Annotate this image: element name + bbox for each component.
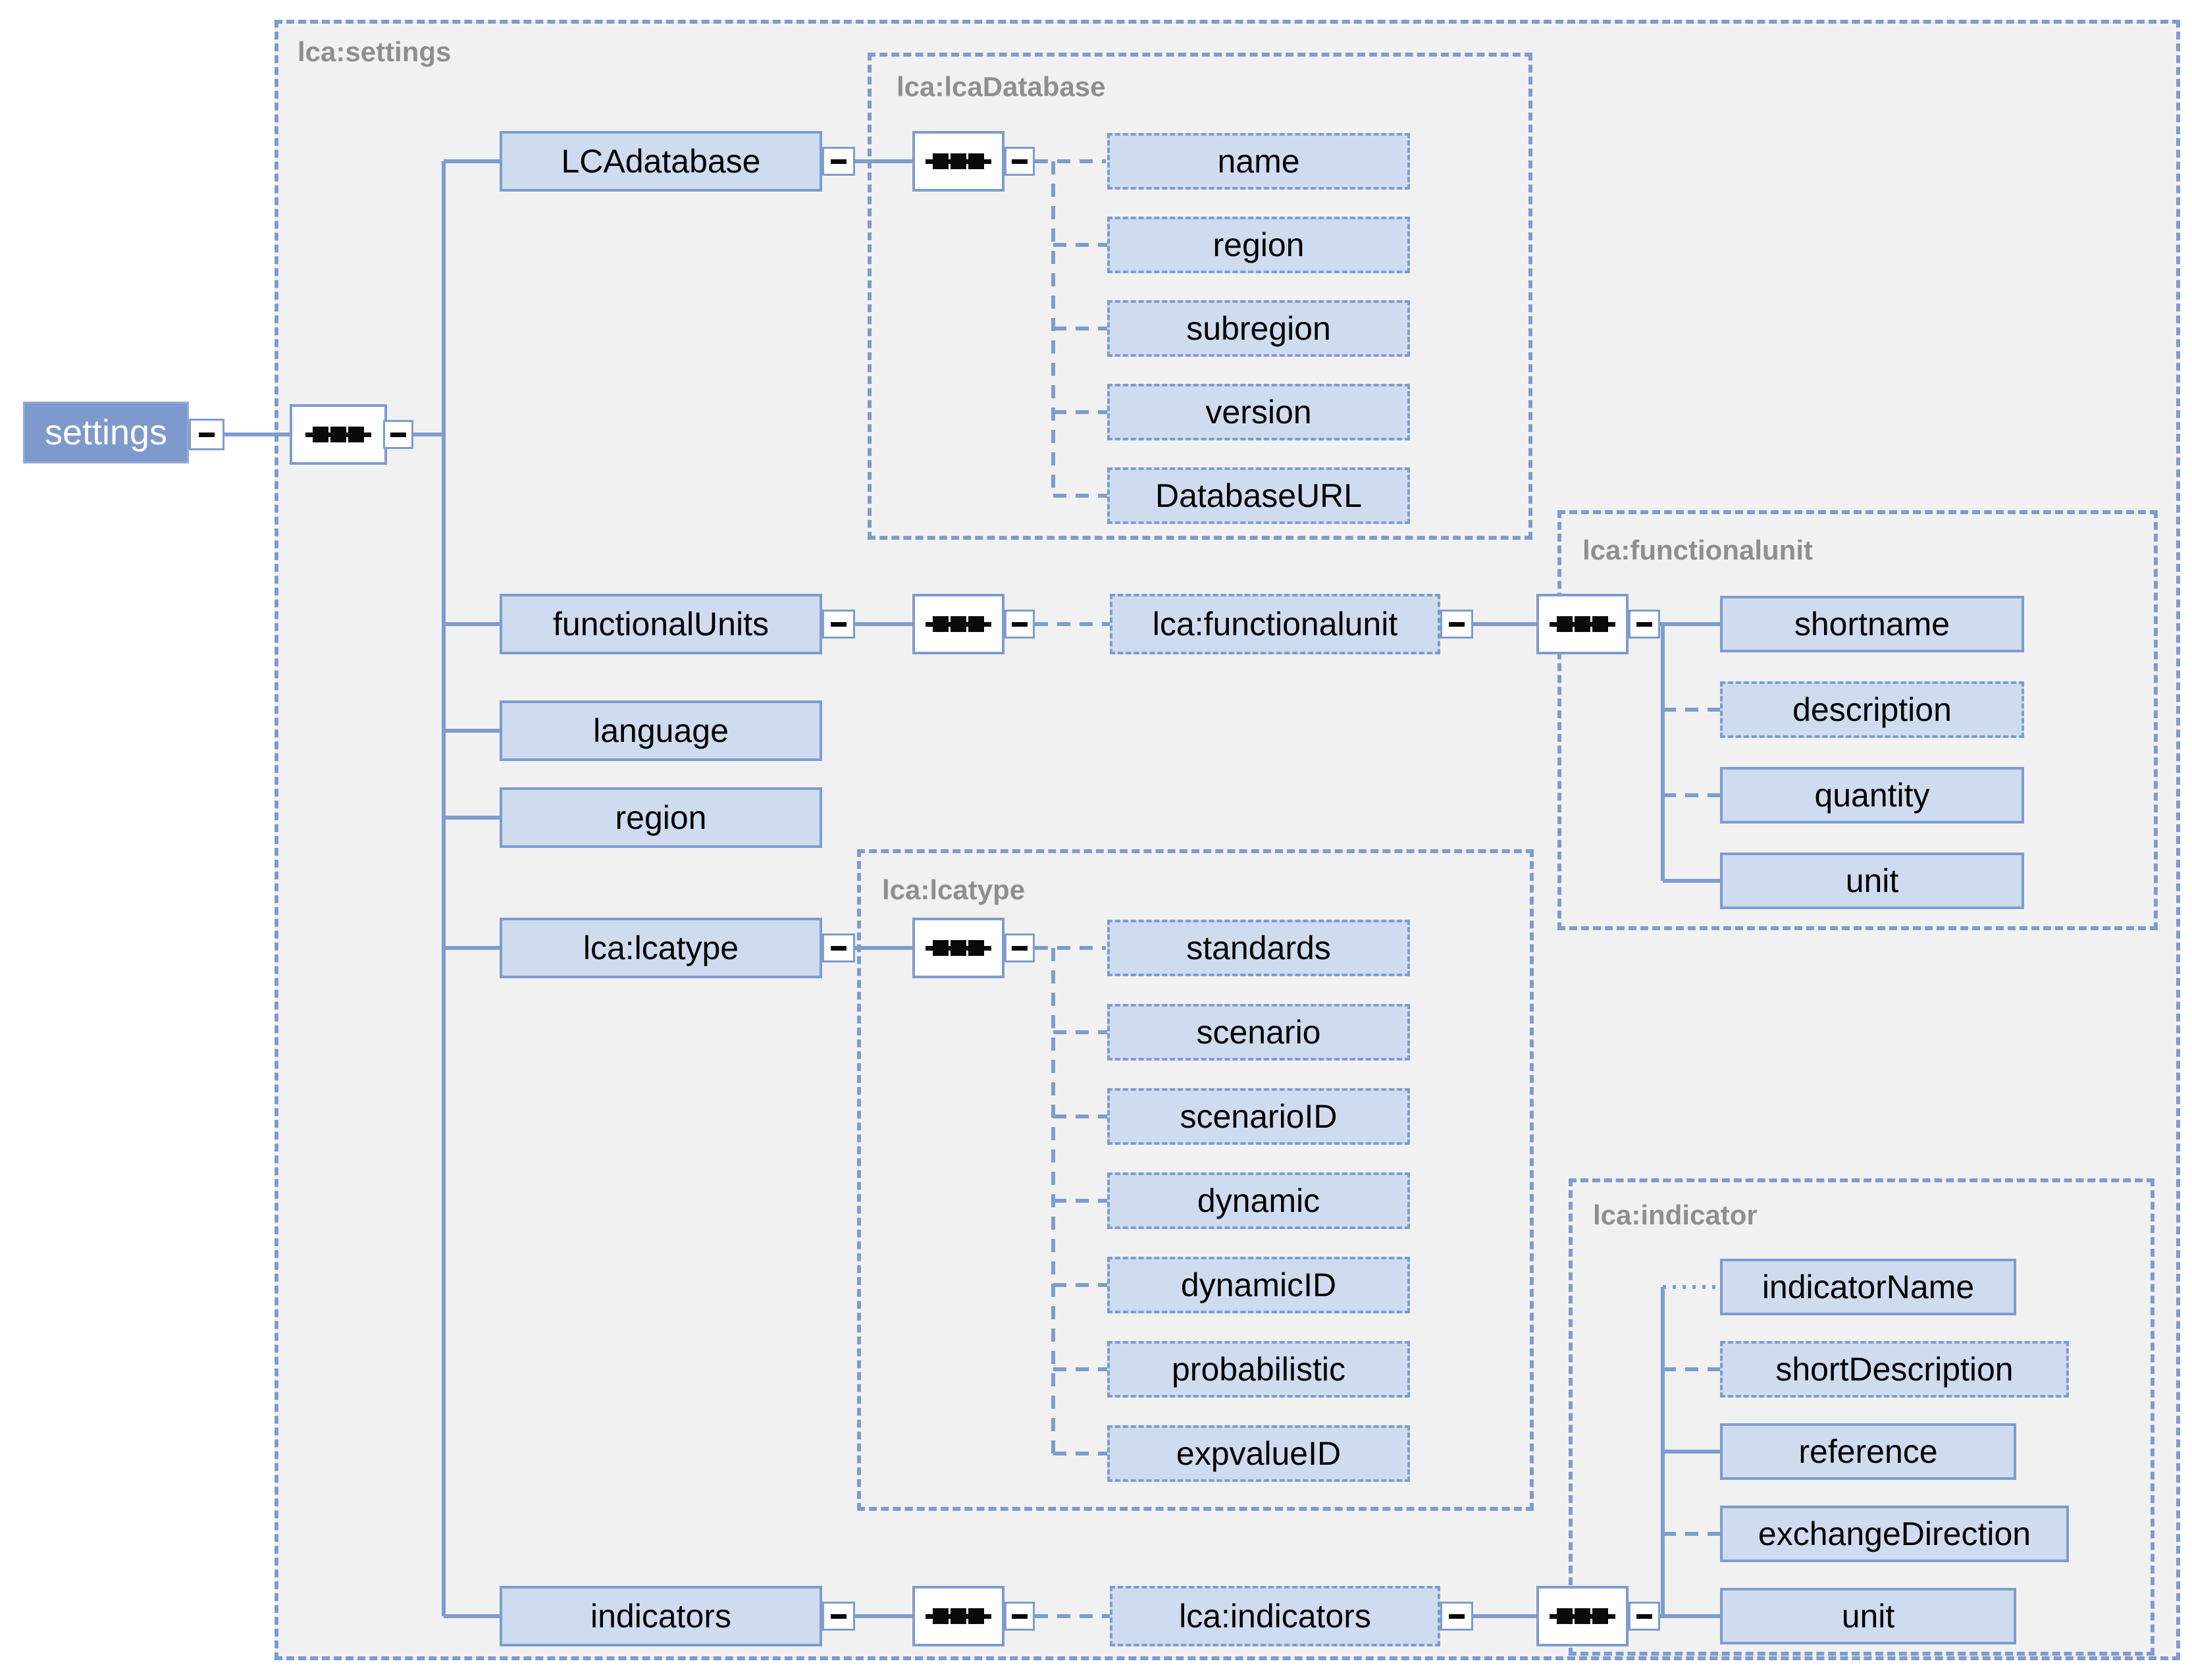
- group-label-indicator: lca:indicator: [1593, 1199, 1758, 1230]
- minus-icon: [390, 432, 406, 437]
- element-node-functionalunits[interactable]: functionalUnits: [500, 594, 822, 654]
- ref-node-indicators[interactable]: lca:indicators: [1110, 1586, 1440, 1646]
- collapse-button-functionalunit-group-seq[interactable]: [1629, 610, 1660, 639]
- child-node-name[interactable]: name: [1107, 133, 1410, 190]
- minus-icon: [831, 159, 847, 164]
- collapse-button-settings[interactable]: [189, 419, 224, 450]
- collapse-button-lcatype[interactable]: [822, 933, 855, 962]
- group-container-lcatype: [857, 849, 1534, 1511]
- child-node-subregion[interactable]: subregion: [1107, 300, 1410, 357]
- group-container-indicator: [1569, 1178, 2154, 1656]
- minus-icon: [1012, 159, 1028, 164]
- element-node-lcatype[interactable]: lca:lcatype: [500, 918, 822, 978]
- sequence-glyph-icon: [926, 153, 991, 170]
- ref-node-functionalunit[interactable]: lca:functionalunit: [1110, 594, 1440, 654]
- child-node-databaseurl[interactable]: DatabaseURL: [1107, 467, 1410, 524]
- collapse-button-indicators-seq[interactable]: [1005, 1602, 1035, 1631]
- sequence-icon-indicators[interactable]: [912, 1586, 1005, 1646]
- collapse-button-settings-seq[interactable]: [383, 420, 413, 449]
- child-node-standards[interactable]: standards: [1107, 920, 1410, 976]
- child-node-dynamicid[interactable]: dynamicID: [1107, 1257, 1410, 1313]
- minus-icon: [1636, 621, 1652, 627]
- child-node-exchangedirection[interactable]: exchangeDirection: [1720, 1506, 2069, 1562]
- minus-icon: [1012, 1614, 1028, 1619]
- element-node-lcadatabase[interactable]: LCAdatabase: [500, 131, 822, 192]
- child-node-unit-ind[interactable]: unit: [1720, 1588, 2016, 1644]
- minus-icon: [199, 432, 215, 437]
- group-label-functionalunit: lca:functionalunit: [1582, 535, 1813, 565]
- child-node-quantity[interactable]: quantity: [1720, 767, 2024, 824]
- group-label-lcadatabase: lca:lcaDatabase: [897, 71, 1106, 102]
- child-node-version[interactable]: version: [1107, 384, 1410, 440]
- sequence-icon-functionalunit-group[interactable]: [1536, 594, 1629, 654]
- collapse-button-lcadatabase[interactable]: [822, 147, 855, 176]
- minus-icon: [831, 945, 847, 951]
- root-node-settings[interactable]: settings: [23, 402, 189, 463]
- sequence-glyph-icon: [926, 616, 991, 633]
- sequence-glyph-icon: [1550, 1608, 1615, 1625]
- child-node-indicatorname[interactable]: indicatorName: [1720, 1259, 2016, 1315]
- element-node-indicators[interactable]: indicators: [500, 1586, 822, 1646]
- child-node-expvalueid[interactable]: expvalueID: [1107, 1425, 1410, 1482]
- child-node-unit-fu[interactable]: unit: [1720, 853, 2024, 909]
- group-container-lcadatabase: [868, 53, 1532, 540]
- sequence-icon-indicator-group[interactable]: [1536, 1586, 1629, 1646]
- minus-icon: [1012, 945, 1028, 951]
- collapse-button-indicators-ref[interactable]: [1440, 1602, 1473, 1631]
- sequence-glyph-icon: [1550, 616, 1615, 633]
- collapse-button-indicators[interactable]: [822, 1602, 855, 1631]
- collapse-button-functionalunits[interactable]: [822, 610, 855, 639]
- sequence-glyph-icon: [305, 426, 371, 443]
- group-container-functionalunit: [1557, 510, 2158, 930]
- minus-icon: [831, 621, 847, 627]
- collapse-button-indicator-group-seq[interactable]: [1629, 1602, 1660, 1631]
- child-node-shortname[interactable]: shortname: [1720, 596, 2024, 652]
- child-node-reference[interactable]: reference: [1720, 1423, 2016, 1480]
- child-node-dynamic[interactable]: dynamic: [1107, 1172, 1410, 1229]
- group-label-settings: lca:settings: [298, 36, 452, 67]
- collapse-button-functionalunit-ref[interactable]: [1440, 610, 1473, 639]
- sequence-icon-functionalunits[interactable]: [912, 594, 1005, 654]
- child-node-region[interactable]: region: [1107, 217, 1410, 273]
- child-node-probabilistic[interactable]: probabilistic: [1107, 1341, 1410, 1398]
- child-node-description[interactable]: description: [1720, 681, 2024, 738]
- group-label-lcatype: lca:lcatype: [882, 874, 1026, 905]
- collapse-button-functionalunits-seq[interactable]: [1005, 610, 1035, 639]
- minus-icon: [831, 1614, 847, 1619]
- sequence-glyph-icon: [926, 1608, 991, 1625]
- element-node-language[interactable]: language: [500, 700, 822, 761]
- minus-icon: [1449, 621, 1465, 627]
- sequence-icon-lcatype[interactable]: [912, 918, 1005, 978]
- child-node-shortdescription[interactable]: shortDescription: [1720, 1341, 2069, 1398]
- sequence-glyph-icon: [926, 939, 991, 957]
- minus-icon: [1636, 1614, 1652, 1619]
- minus-icon: [1449, 1614, 1465, 1619]
- sequence-icon-lcadatabase[interactable]: [912, 131, 1005, 192]
- collapse-button-lcatype-seq[interactable]: [1005, 933, 1035, 962]
- collapse-button-lcadatabase-seq[interactable]: [1005, 147, 1035, 176]
- sequence-icon-settings[interactable]: [290, 404, 387, 465]
- element-node-region[interactable]: region: [500, 787, 822, 848]
- minus-icon: [1012, 621, 1028, 627]
- child-node-scenario[interactable]: scenario: [1107, 1004, 1410, 1061]
- child-node-scenarioid[interactable]: scenarioID: [1107, 1088, 1410, 1145]
